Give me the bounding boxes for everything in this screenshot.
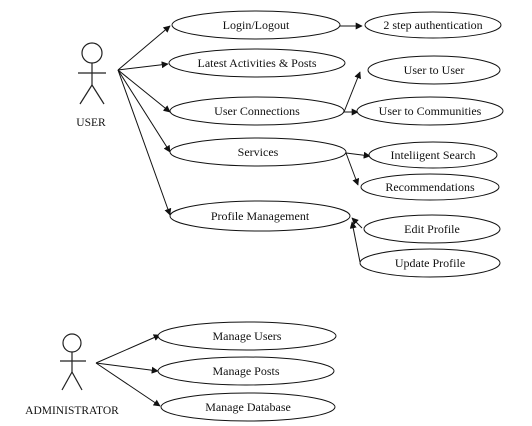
uc-user-to-user-label: User to User — [404, 63, 465, 77]
uc-services-label: Services — [238, 145, 279, 159]
uc-services-shape — [169, 137, 347, 167]
uc-recommendations-label: Recommendations — [385, 180, 475, 194]
uc-two-step-shape — [364, 11, 502, 39]
user-associations — [117, 25, 172, 216]
uc-latest-shape — [168, 48, 346, 78]
edge-user-connections — [117, 69, 171, 113]
uc-login-shape — [171, 10, 341, 40]
edge-services-recs — [345, 152, 360, 186]
uc-manage-database-shape — [160, 392, 336, 422]
uc-search-label: Inteliigent Search — [391, 148, 476, 162]
admin-actor-right-leg — [71, 371, 83, 391]
admin-actor-left-leg — [61, 371, 73, 391]
user-actor-head — [81, 42, 103, 64]
uc-connections-shape — [169, 96, 345, 126]
uc-update-profile-label: Update Profile — [395, 256, 465, 270]
admin-actor-label: ADMINISTRATOR — [25, 405, 119, 417]
uc-manage-posts-label: Manage Posts — [213, 364, 280, 378]
uc-user-to-user-shape — [367, 55, 501, 85]
user-actor-label: USER — [76, 117, 106, 129]
uc-search-shape — [368, 141, 498, 169]
uc-manage-database-label: Manage Database — [205, 400, 291, 414]
uc-user-to-communities-label: User to Communities — [379, 104, 482, 118]
uc-profile-label: Profile Management — [211, 209, 310, 223]
user-actor-left-leg — [79, 84, 93, 105]
uc-user-to-communities-shape — [356, 96, 504, 126]
edge-admin-database — [95, 362, 161, 407]
uc-update-profile-shape — [359, 248, 501, 278]
uc-login-label: Login/Logout — [223, 18, 290, 32]
edge-edit-profile — [351, 217, 363, 229]
use-case-shapes — [157, 10, 504, 422]
edge-user-login — [117, 25, 171, 71]
edge-services-search — [345, 151, 371, 159]
edge-user-latest — [117, 61, 169, 71]
admin-actor — [60, 333, 86, 391]
admin-actor-head — [62, 333, 82, 353]
user-actor-right-leg — [91, 84, 105, 105]
extension-links — [338, 22, 371, 263]
uc-connections-label: User Connections — [214, 104, 300, 118]
uc-manage-users-shape — [157, 321, 337, 351]
uc-recommendations-shape — [360, 173, 500, 201]
edge-user-profile — [117, 69, 172, 216]
admin-associations — [95, 334, 161, 407]
edge-update-profile — [349, 221, 361, 263]
uc-two-step-label: 2 step authentication — [383, 18, 482, 32]
edge-user-services — [117, 69, 171, 153]
uc-manage-users-label: Manage Users — [213, 329, 282, 343]
uc-manage-posts-shape — [157, 356, 335, 386]
user-actor — [78, 42, 106, 105]
uc-latest-label: Latest Activities & Posts — [198, 56, 317, 70]
uc-edit-profile-label: Edit Profile — [404, 222, 460, 236]
edge-admin-posts — [95, 362, 159, 374]
uc-profile-shape — [169, 200, 351, 232]
edge-admin-users — [95, 334, 161, 364]
edge-connections-u2u — [343, 71, 361, 113]
uc-edit-profile-shape — [363, 214, 501, 244]
